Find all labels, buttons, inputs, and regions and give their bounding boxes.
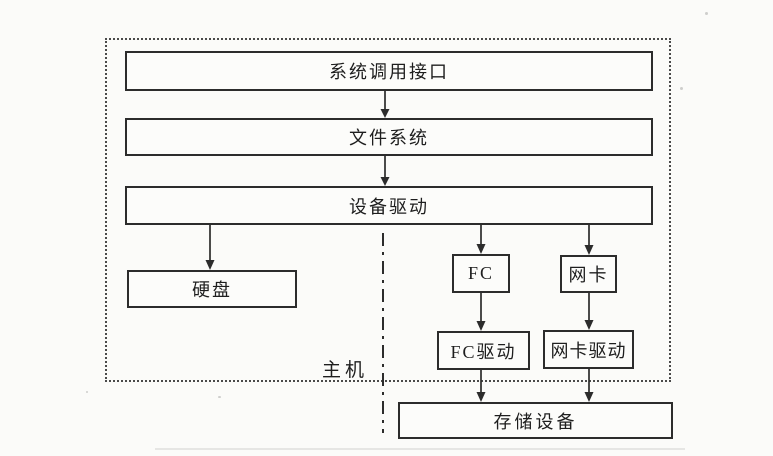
node-hard-disk-label: 硬盘 (192, 280, 232, 300)
scan-artifact (218, 396, 221, 398)
scan-artifact (680, 87, 683, 90)
scan-artifact (705, 12, 708, 15)
node-device-driver-label: 设备驱动 (349, 196, 429, 217)
node-system-call-interface-label: 系统调用接口 (329, 62, 449, 82)
node-nic: 网卡 (560, 255, 617, 293)
host-label: 主机 (322, 360, 369, 381)
node-fc: FC (452, 254, 510, 293)
node-nic-driver: 网卡驱动 (543, 330, 634, 369)
node-hard-disk: 硬盘 (127, 270, 297, 308)
node-storage-device-label: 存储设备 (493, 411, 578, 432)
node-file-system-label: 文件系统 (349, 128, 429, 148)
node-device-driver: 设备驱动 (125, 186, 653, 225)
scan-artifact (86, 391, 88, 393)
node-fc-label: FC (467, 263, 495, 283)
node-nic-label: 网卡 (568, 265, 609, 285)
host-boundary-box (105, 38, 671, 382)
node-system-call-interface: 系统调用接口 (125, 51, 653, 91)
node-storage-device: 存储设备 (398, 402, 673, 439)
node-fc-driver-label: FC驱动 (450, 341, 517, 362)
scan-artifact (155, 448, 685, 450)
node-fc-driver: FC驱动 (437, 331, 530, 370)
node-file-system: 文件系统 (125, 118, 653, 156)
node-nic-driver-label: 网卡驱动 (550, 340, 627, 361)
